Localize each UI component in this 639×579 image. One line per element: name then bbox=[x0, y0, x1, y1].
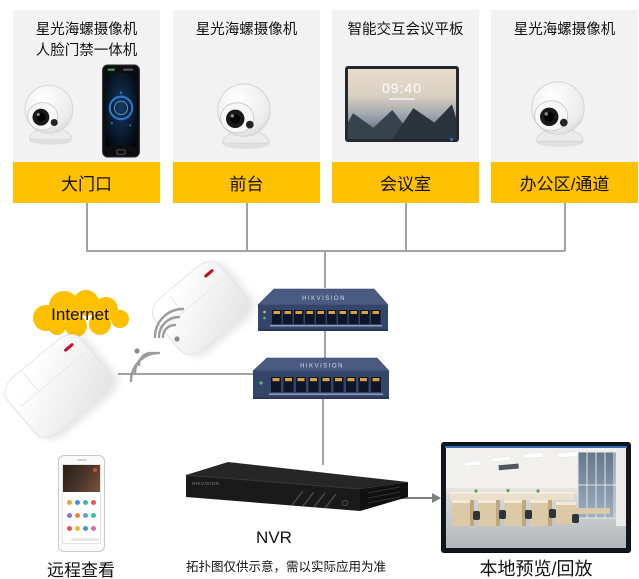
remote-view-label: 远程查看 bbox=[47, 561, 115, 579]
app-icon bbox=[91, 500, 97, 505]
app-icon-grid bbox=[65, 496, 98, 535]
app-icon bbox=[83, 500, 89, 505]
bus-to-switch1-line bbox=[324, 250, 326, 288]
switch-ports bbox=[272, 310, 381, 324]
power-led bbox=[450, 138, 453, 141]
switch-brand-label: HIKVISION bbox=[302, 296, 346, 302]
phone-speaker bbox=[77, 459, 87, 461]
location-label-reception: 前台 bbox=[173, 162, 320, 203]
app-icon bbox=[83, 526, 89, 531]
switch2-to-nvr-line bbox=[322, 398, 324, 465]
desk-cabinets bbox=[452, 500, 610, 526]
ap-brand-mark bbox=[203, 268, 214, 279]
location-label-meeting: 会议室 bbox=[332, 162, 479, 203]
local-preview-label: 本地预览/回放 bbox=[479, 559, 593, 579]
office-photo bbox=[446, 448, 626, 548]
wifi-icon bbox=[129, 348, 161, 383]
turret-camera-icon bbox=[24, 84, 74, 145]
card-title: 星光海螺摄像机 bbox=[513, 22, 616, 38]
location-label-office: 办公区/通道 bbox=[491, 162, 638, 203]
notification-dot bbox=[93, 468, 97, 472]
monitor-bezel-accent bbox=[445, 446, 627, 448]
app-icon bbox=[74, 513, 80, 518]
app-icon bbox=[74, 500, 80, 505]
panel-date-line bbox=[389, 98, 415, 101]
ap-seam bbox=[23, 373, 40, 393]
app-icon bbox=[74, 526, 80, 531]
phone-home-bar bbox=[71, 538, 99, 541]
app-icon bbox=[83, 513, 89, 518]
turret-camera-icon bbox=[217, 83, 271, 149]
device-card-meeting: 智能交互会议平板 09:40 bbox=[332, 10, 479, 162]
connector-line-card3 bbox=[405, 203, 407, 251]
meeting-panel-screen: 09:40 bbox=[348, 69, 456, 139]
connector-line-card1 bbox=[86, 203, 88, 251]
card-title: 智能交互会议平板 bbox=[347, 22, 464, 38]
location-label-text: 大门口 bbox=[61, 175, 112, 194]
app-icon bbox=[66, 526, 72, 531]
nvr-label: NVR bbox=[256, 528, 292, 547]
device-card-gate: 星光海螺摄像机 人脸门禁一体机 bbox=[13, 10, 160, 162]
internet-cloud: Internet bbox=[33, 290, 129, 337]
connector-line-card4 bbox=[564, 203, 566, 251]
switch-ports bbox=[271, 377, 381, 392]
app-icon bbox=[91, 513, 97, 518]
connector-line-card2 bbox=[246, 203, 248, 251]
bus-line bbox=[86, 250, 565, 252]
office-chairs bbox=[473, 509, 579, 523]
preview-monitor bbox=[442, 443, 630, 552]
card-title: 星光海螺摄像机 人脸门禁一体机 bbox=[35, 22, 138, 59]
app-icon bbox=[91, 526, 97, 531]
app-icon bbox=[66, 513, 72, 518]
nvr-to-monitor-arrow-head bbox=[432, 493, 441, 503]
ap-brand-mark bbox=[63, 342, 75, 353]
poe-switch-1: HIKVISION bbox=[257, 288, 389, 331]
internet-label: Internet bbox=[51, 305, 109, 324]
location-label-text: 前台 bbox=[229, 175, 264, 194]
device-card-reception: 星光海螺摄像机 bbox=[173, 10, 320, 162]
device-card-office: 星光海螺摄像机 bbox=[491, 10, 638, 162]
app-icon bbox=[66, 500, 72, 505]
turret-camera-icon bbox=[531, 81, 585, 147]
meeting-panel-icon: 09:40 bbox=[345, 66, 459, 142]
disclaimer-text: 拓扑图仅供示意，需以实际应用为准 bbox=[186, 560, 387, 574]
wifi-icon bbox=[153, 307, 185, 342]
ap-to-switch2-line bbox=[118, 373, 254, 375]
nvr-vent-slashes bbox=[291, 490, 337, 509]
location-label-text: 会议室 bbox=[380, 175, 431, 194]
nvr-brand-label: HIKVISION bbox=[192, 481, 219, 486]
switch1-to-switch2-line bbox=[324, 330, 326, 360]
office-photo-graphic bbox=[446, 448, 626, 548]
switch-brand-label: HIKVISION bbox=[300, 364, 344, 370]
location-label-gate: 大门口 bbox=[13, 162, 160, 203]
mountain-silhouette bbox=[392, 104, 456, 139]
remote-phone bbox=[58, 455, 105, 552]
phone-screen bbox=[62, 464, 101, 544]
location-label-text: 办公区/通道 bbox=[519, 175, 610, 194]
switch-2: HIKVISION bbox=[252, 357, 390, 399]
nvr-to-monitor-arrow-line bbox=[397, 497, 433, 499]
panel-clock: 09:40 bbox=[381, 80, 423, 97]
card-title: 星光海螺摄像机 bbox=[195, 22, 298, 38]
app-banner bbox=[63, 465, 100, 492]
nvr-device: HIKVISION bbox=[185, 462, 408, 511]
face-access-terminal-icon bbox=[102, 64, 140, 158]
wireless-ap-2 bbox=[0, 327, 119, 445]
